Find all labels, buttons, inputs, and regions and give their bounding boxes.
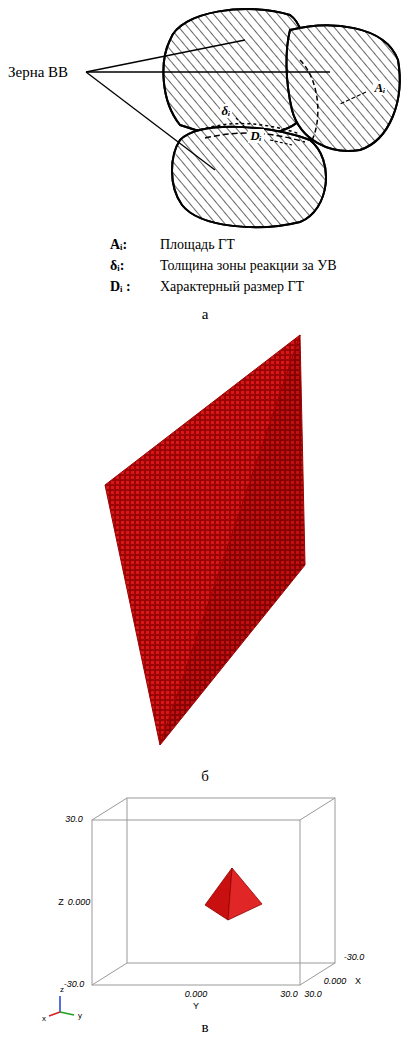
legend-text: Площадь ГТ [160, 237, 235, 252]
axis-label: x [42, 1015, 46, 1024]
axis-label: 0.000 [68, 898, 91, 908]
grain-drawing [163, 9, 399, 227]
axis-label: 30.0 [280, 990, 298, 1000]
axis-triad [49, 996, 74, 1016]
axis-label: -30.0 [64, 980, 85, 990]
pyramid [205, 868, 262, 920]
axis-label: 30.0 [304, 990, 322, 1000]
leader-lines [86, 40, 330, 170]
axis-label: 30.0 [65, 815, 83, 825]
panel-letter: б [201, 768, 209, 785]
legend-text: Dᵢ : [110, 279, 131, 294]
axis-label: X [355, 977, 361, 987]
legend-text: Толщина зоны реакции за УВ [160, 258, 337, 273]
legend-text: Aᵢ: [110, 237, 127, 252]
callout-label: Aᵢ [373, 81, 388, 95]
legend-text: δᵢ: [110, 258, 124, 273]
axis-label: Y [193, 1002, 199, 1012]
callout-label: Dᵢ [248, 129, 264, 143]
bounding-box [92, 798, 335, 985]
axis-label: Z [58, 898, 64, 908]
axis-label: y [78, 1012, 82, 1021]
voxel-tetrahedron [105, 335, 305, 745]
panel-letter: в [201, 1019, 208, 1036]
callout-label: δᵢ [220, 104, 233, 118]
callout-label: Зерна ВВ [8, 64, 68, 81]
axis-label: 0.000 [185, 990, 208, 1000]
axis-label: -30.0 [344, 953, 365, 963]
legend-text: Характерный размер ГТ [160, 279, 304, 294]
axis-label: 0.000 [324, 977, 347, 987]
panel-letter: а [202, 306, 209, 323]
axis-label: z [60, 986, 64, 995]
